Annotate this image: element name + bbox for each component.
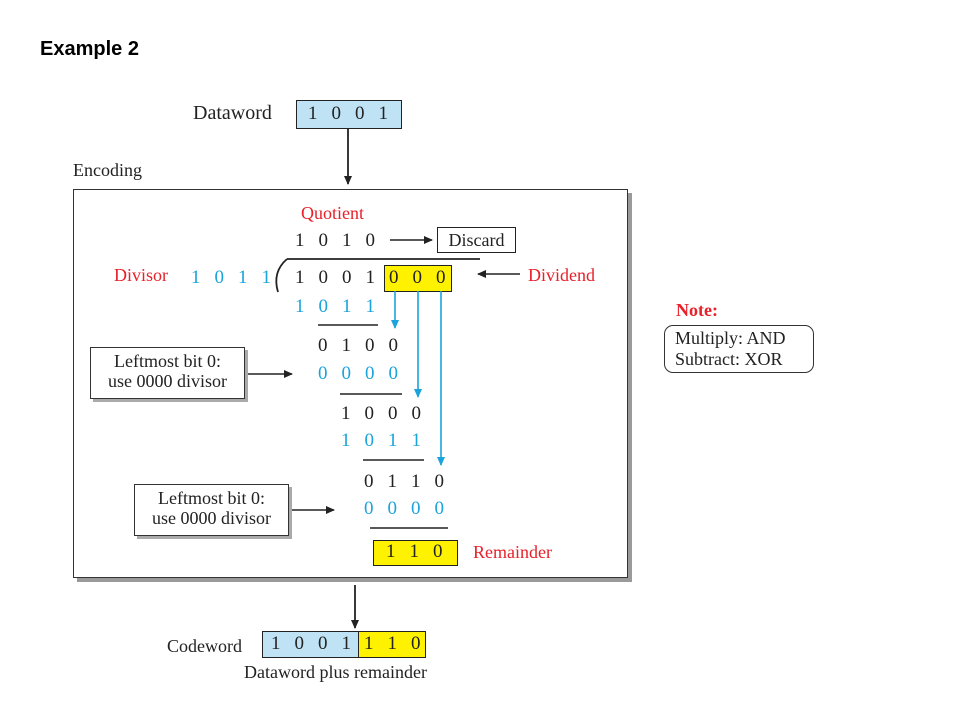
step-bit: 0 [364,498,374,519]
step4-result: 0 1 1 0 [357,471,451,493]
divisor-bits: 1 0 1 1 [184,267,278,289]
dividend-bit: 0 [342,267,352,288]
step-bit: 0 [364,430,375,451]
appended-bit: 0 [412,267,423,288]
step3-result: 1 0 0 0 [334,403,428,425]
note-box: Multiply: AND Subtract: XOR [664,325,814,373]
step-bit: 0 [318,296,329,317]
dividend-bit: 0 [318,267,329,288]
step2-result: 0 1 0 0 [311,335,405,357]
quotient-bit: 1 [342,230,352,251]
appended-zeros-box: 0 0 0 [384,265,452,292]
quotient-bits: 1 0 1 0 [288,230,382,252]
remainder-bits: 1 1 0 [379,541,450,563]
divisor-bit: 1 [261,267,272,288]
step2-subtrahend: 0 0 0 0 [311,363,405,385]
callout-line: use 0000 divisor [152,508,271,528]
appended-bit: 0 [436,267,446,288]
remainder-label: Remainder [473,542,552,562]
dividend-bit: 1 [295,267,305,288]
step-bit: 0 [434,498,445,519]
step-bit: 1 [341,403,351,424]
step-bit: 0 [365,335,375,356]
step-bit: 1 [411,430,422,451]
step-bit: 1 [342,296,352,317]
remainder-bit: 1 [386,541,396,562]
step1-subtrahend: 1 0 1 1 [288,296,382,318]
step3-subtrahend: 1 0 1 1 [334,430,428,452]
codeword-bit: 1 [387,633,398,654]
quotient-bit: 0 [365,230,376,251]
dataword-bit: 1 [378,103,389,124]
codeword-remainder-box: 1 1 0 [358,631,426,658]
step-bit: 1 [388,430,398,451]
callout-line: Leftmost bit 0: [114,351,221,371]
step-bit: 0 [364,471,374,492]
step-bit: 0 [434,471,445,492]
codeword-bit: 1 [341,633,352,654]
codeword-caption: Dataword plus remainder [244,662,427,682]
codeword-bit: 0 [318,633,328,654]
step-bit: 1 [341,430,351,451]
note-line: Subtract: XOR [675,349,783,369]
dividend-bit: 1 [365,267,376,288]
codeword-bit: 1 [271,633,281,654]
step-bit: 0 [388,363,399,384]
callout-leftmost-bit-1: Leftmost bit 0: use 0000 divisor [90,347,245,399]
codeword-rem-bits: 1 1 0 [357,633,428,655]
dividend-bits: 1 0 0 1 [288,267,382,289]
dataword-bit: 0 [355,103,365,124]
codeword-data-box: 1 0 0 1 [262,631,360,658]
remainder-bit: 0 [433,541,443,562]
dataword-label: Dataword [193,102,272,124]
codeword-data-bits: 1 0 0 1 [264,633,358,655]
step-bit: 1 [295,296,305,317]
step-bit: 0 [388,335,399,356]
step4-subtrahend: 0 0 0 0 [357,498,451,520]
step-bit: 0 [411,498,421,519]
step-bit: 0 [318,335,328,356]
callout-leftmost-bit-2: Leftmost bit 0: use 0000 divisor [134,484,289,536]
note-title: Note: [676,300,718,320]
divisor-bit: 0 [214,267,225,288]
encoding-label: Encoding [73,160,142,180]
note-line: Multiply: AND [675,328,786,348]
divisor-bit: 1 [191,267,201,288]
remainder-bit: 1 [409,541,420,562]
step-bit: 1 [411,471,421,492]
quotient-label: Quotient [301,203,364,223]
step-bit: 1 [341,335,352,356]
quotient-bit: 0 [318,230,329,251]
dataword-bits: 1 0 0 1 [301,103,395,125]
step-bit: 0 [411,403,422,424]
divisor-label: Divisor [114,265,168,285]
step-bit: 0 [341,363,352,384]
division-bracket [275,258,288,293]
callout-line: Leftmost bit 0: [158,488,265,508]
step-bit: 0 [388,403,398,424]
dataword-bit: 1 [308,103,318,124]
slide-title: Example 2 [40,38,139,60]
step-bit: 1 [365,296,376,317]
remainder-box: 1 1 0 [373,540,458,566]
codeword-bit: 1 [364,633,374,654]
appended-bit: 0 [389,267,399,288]
appended-bits: 0 0 0 [382,267,453,289]
step-bit: 0 [387,498,398,519]
step-bit: 0 [318,363,328,384]
dataword-bit: 0 [331,103,342,124]
codeword-bit: 0 [294,633,305,654]
step-bit: 0 [364,403,375,424]
discard-box: Discard [437,227,516,253]
dividend-label: Dividend [528,265,595,285]
divisor-bit: 1 [238,267,248,288]
quotient-bit: 1 [295,230,305,251]
codeword-bit: 0 [411,633,421,654]
codeword-label: Codeword [167,636,242,656]
step-bit: 1 [387,471,398,492]
dataword-box: 1 0 0 1 [296,100,402,129]
callout-line: use 0000 divisor [108,371,227,391]
step-bit: 0 [365,363,375,384]
